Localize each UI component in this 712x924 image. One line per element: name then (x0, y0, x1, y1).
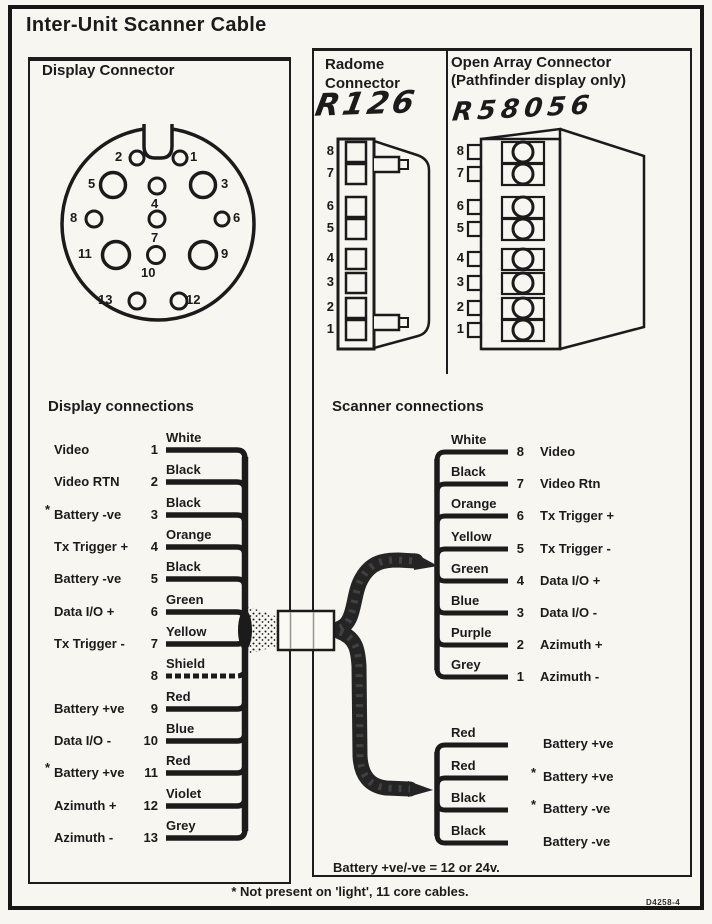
battery-voltage-note: Battery +ve/-ve = 12 or 24v. (333, 860, 500, 875)
wire (166, 763, 248, 776)
scanner-connections-title: Scanner connections (332, 398, 484, 415)
cable-taper (414, 553, 438, 570)
wire (434, 775, 508, 788)
wire (434, 546, 508, 559)
wire (434, 449, 508, 462)
latch-tab (374, 155, 401, 174)
wire (166, 731, 248, 744)
wire (166, 512, 248, 525)
cable-upper-branch (332, 552, 424, 636)
battery-wires (434, 742, 508, 846)
wire (166, 828, 248, 841)
wire (166, 544, 248, 557)
scanner-connector-panel (312, 48, 692, 877)
document-code: D4258-4 (646, 898, 681, 907)
radome-handwritten-note: R126 (312, 84, 421, 124)
open-array-title-line2: (Pathfinder display only) (451, 72, 627, 89)
wire (166, 634, 248, 647)
wire (166, 796, 248, 809)
keyway-notch (142, 124, 174, 160)
panel-divider (446, 48, 448, 374)
latch-tab (374, 313, 401, 332)
display-connector-title: Display Connector (42, 62, 175, 79)
open-array-connector-drawing (466, 127, 646, 351)
wire (434, 800, 508, 813)
scanner-wires (434, 449, 508, 680)
wire (166, 576, 248, 589)
radome-connector-drawing (336, 137, 431, 351)
open-array-title-line1: Open Array Connector (451, 54, 612, 71)
wire (434, 571, 508, 584)
wire (434, 635, 508, 648)
shield-wire (166, 666, 248, 679)
display-wires (166, 447, 252, 841)
wire (434, 603, 508, 616)
wire (166, 479, 248, 492)
display-connections-title: Display connections (48, 398, 194, 415)
wire (434, 667, 508, 680)
footnote: * Not present on 'light', 11 core cables… (231, 884, 469, 899)
wire (434, 513, 508, 526)
cable-lower-branch (332, 624, 418, 797)
wire (434, 742, 508, 755)
wire (434, 481, 508, 494)
display-connector-panel (28, 57, 291, 884)
wire (166, 447, 248, 460)
cable-junction-block (276, 609, 336, 652)
wire (166, 699, 248, 712)
page-border (8, 5, 704, 910)
radome-connector-title-line2: Connector (325, 75, 400, 92)
wire (166, 609, 248, 622)
splice-stipple (247, 606, 278, 654)
wire (434, 833, 508, 846)
inter-unit-cable (332, 552, 424, 797)
radome-connector-title-line1: Radome (325, 56, 385, 73)
display-connector-drawing (60, 124, 256, 322)
page-title: Inter-Unit Scanner Cable (26, 14, 267, 36)
cable-taper (408, 781, 433, 797)
cable-texture (338, 556, 417, 793)
